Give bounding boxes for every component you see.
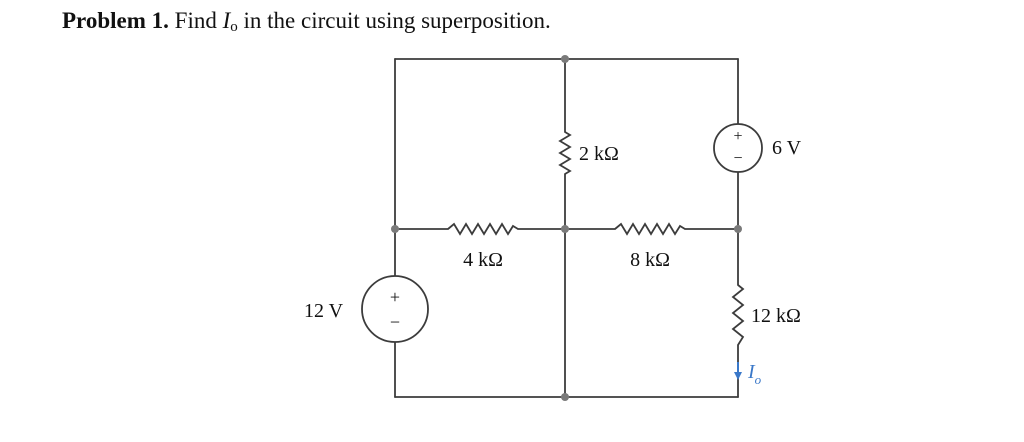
problem-statement: Problem 1. Find Io in the circuit using … (62, 8, 551, 36)
problem-variable: I (222, 8, 231, 33)
label-4k: 4 kΩ (463, 249, 503, 271)
current-label: Io (747, 361, 762, 387)
label-2k: 2 kΩ (579, 143, 619, 165)
resistor-12k (731, 284, 745, 346)
source-12v-plus: + (390, 287, 400, 307)
resistor-2k (558, 131, 572, 175)
node-mid-left (391, 225, 399, 233)
current-io: Io (734, 361, 762, 387)
problem-text-after: in the circuit using superposition. (237, 8, 551, 33)
resistor-8k (614, 222, 686, 236)
problem-variable-subscript: o (230, 19, 238, 35)
source-12v-minus: − (390, 312, 400, 332)
current-subscript: o (755, 372, 762, 387)
problem-number: Problem 1. (62, 8, 169, 33)
label-12k: 12 kΩ (751, 305, 801, 327)
label-12v: 12 V (304, 300, 344, 322)
source-12v-circle (361, 275, 429, 343)
label-6v: 6 V (772, 137, 802, 159)
source-12v: + − (361, 275, 429, 343)
node-top-center (561, 55, 569, 63)
problem-text-before: Find (174, 8, 223, 33)
node-mid-center (561, 225, 569, 233)
label-8k: 8 kΩ (630, 249, 670, 271)
source-6v-minus: − (733, 150, 742, 167)
node-bottom-center (561, 393, 569, 401)
current-symbol: I (747, 361, 756, 383)
resistor-4k (447, 222, 519, 236)
source-6v-plus: + (733, 128, 742, 145)
source-6v-circle (713, 123, 763, 173)
node-mid-right (734, 225, 742, 233)
source-6v: + − (713, 123, 763, 173)
